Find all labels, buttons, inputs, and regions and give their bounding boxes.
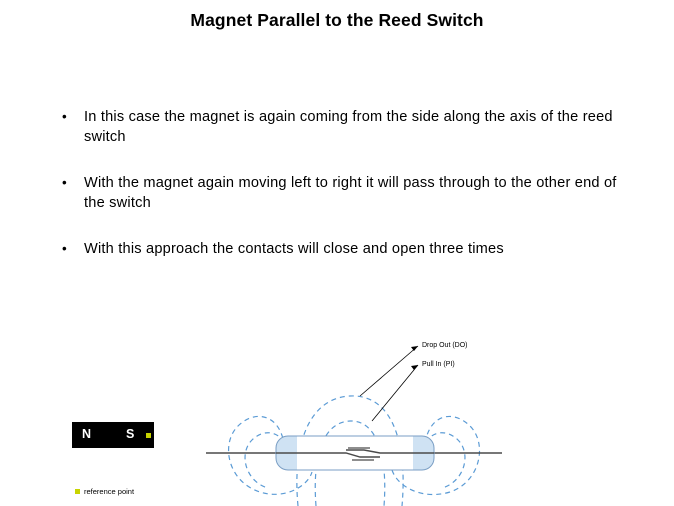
bullet-marker: • xyxy=(62,241,67,257)
reed-switch-group xyxy=(206,435,502,471)
bullet-text: With the magnet again moving left to rig… xyxy=(84,175,617,211)
reference-point-swatch xyxy=(75,489,80,494)
bullet-marker: • xyxy=(62,175,67,191)
leader-drop-out xyxy=(359,345,419,397)
diagram-svg xyxy=(206,345,502,506)
annotation-drop-out: Drop Out (DO) xyxy=(422,342,468,349)
list-item: • In this case the magnet is again comin… xyxy=(62,108,632,147)
leader-pull-in xyxy=(371,364,419,422)
bullet-list: • In this case the magnet is again comin… xyxy=(62,108,632,287)
reed-blade-left xyxy=(276,452,380,458)
leader-drop-out-arrow xyxy=(411,346,418,351)
reference-point-marker xyxy=(146,433,151,438)
list-item: • With the magnet again moving left to r… xyxy=(62,174,632,213)
reference-point-label: reference point xyxy=(84,487,135,496)
annotation-pull-in: Pull In (PI) xyxy=(422,361,455,368)
field-line-right xyxy=(391,416,480,496)
page-title: Magnet Parallel to the Reed Switch xyxy=(190,10,484,30)
magnet-north-label: N xyxy=(82,427,92,441)
annotation-leaders xyxy=(359,345,419,422)
leader-pull-in-arrow xyxy=(411,365,418,370)
reed-switch-diagram: Drop Out (DO) Pull In (PI) N S reference… xyxy=(60,322,620,506)
reference-point-legend: reference point xyxy=(75,487,134,496)
bullet-text: In this case the magnet is again coming … xyxy=(84,109,613,145)
reed-blade-right xyxy=(346,449,434,454)
bullet-marker: • xyxy=(62,109,67,124)
field-line-center-inner xyxy=(314,420,386,506)
magnet-south-label: S xyxy=(126,427,135,441)
bullet-text: With this approach the contacts will clo… xyxy=(84,241,504,258)
magnet: N S xyxy=(72,422,154,448)
list-item: • With this approach the contacts will c… xyxy=(62,240,632,260)
field-line-left xyxy=(228,416,313,495)
